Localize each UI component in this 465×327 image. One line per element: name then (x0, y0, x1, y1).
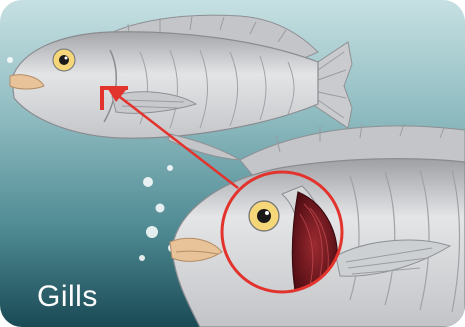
caption-label: Gills (37, 282, 98, 312)
